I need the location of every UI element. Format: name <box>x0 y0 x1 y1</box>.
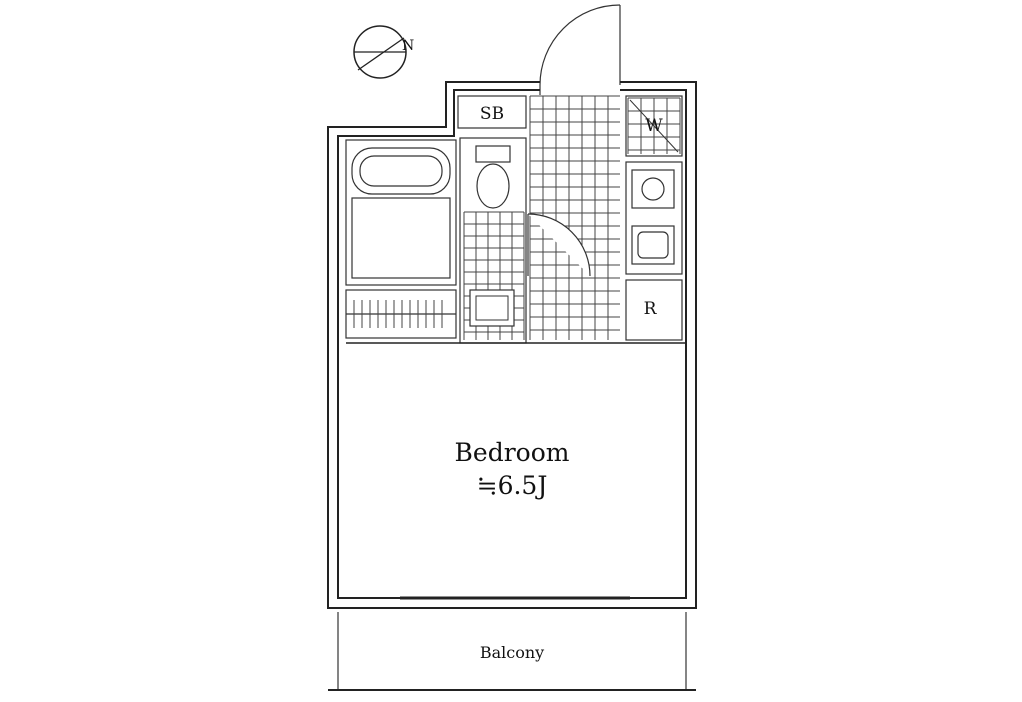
balcony-area <box>328 596 696 691</box>
bathtub-icon <box>351 147 451 279</box>
toilet-icon <box>475 145 511 209</box>
outer-walls <box>327 81 697 609</box>
bedroom-size-label: ≒6.5J <box>477 471 548 500</box>
stove-icon <box>631 169 675 209</box>
washer-mark <box>629 99 679 153</box>
svg-text:N: N <box>402 38 414 54</box>
refrigerator-label: R <box>644 299 658 319</box>
kitchen-sink-icon <box>631 225 675 265</box>
toilet-door-icon <box>527 213 591 277</box>
compass-north-icon: N <box>353 25 414 79</box>
bedroom-name-label: Bedroom <box>455 438 570 467</box>
washer-label: W <box>645 116 663 136</box>
closet-rail <box>346 300 456 328</box>
balcony-label: Balcony <box>480 643 544 662</box>
washer-tile-grid <box>627 97 681 154</box>
entrance-door-icon <box>539 4 621 95</box>
interior-partitions <box>345 95 686 344</box>
shoe-box-label: SB <box>480 104 504 124</box>
small-sink-icon <box>469 289 515 327</box>
